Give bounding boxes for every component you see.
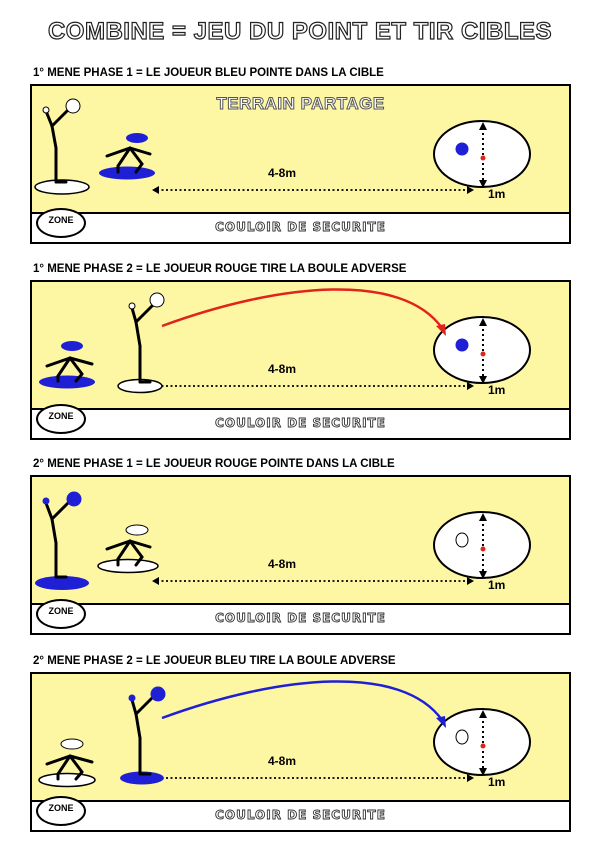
target-size-label: 1m — [488, 578, 506, 592]
blue-shot-trajectory — [161, 680, 444, 721]
distance-label: 4-8m — [268, 166, 297, 180]
arrow-right-icon — [467, 382, 474, 390]
white-ball-in-target — [455, 729, 469, 745]
zone-label: ZONE — [36, 404, 86, 434]
arrow-up-icon — [479, 318, 487, 326]
security-corridor: COULOIR DE SECURITE — [32, 212, 569, 242]
corridor-label: COULOIR DE SECURITE — [215, 416, 386, 431]
player-circle-blue — [120, 771, 164, 785]
security-corridor: COULOIR DE SECURITE — [32, 603, 569, 633]
terrain-partage-label: TERRAIN PARTAGE — [216, 94, 385, 114]
arrow-down-icon — [479, 376, 487, 384]
jack-icon — [480, 743, 486, 749]
corridor-label: COULOIR DE SECURITE — [215, 220, 386, 235]
arrow-right-icon — [467, 577, 474, 585]
panel-3-heading: 2° MENE PHASE 1 = LE JOUEUR ROUGE POINTE… — [33, 458, 395, 470]
standing-player-icon — [44, 106, 72, 184]
crouching-player-icon — [105, 146, 152, 174]
panel-4-field: 4-8m 1m COULOIR DE SECURITE ZONE — [30, 672, 571, 832]
panel-1-heading: 1° MENE PHASE 1 = LE JOUEUR BLEU POINTE … — [33, 67, 384, 79]
player-head-icon — [128, 694, 136, 702]
blue-ball-icon — [126, 133, 148, 143]
corridor-label: COULOIR DE SECURITE — [215, 808, 386, 823]
blue-arrow-icon — [436, 716, 446, 728]
zone-label: ZONE — [36, 208, 86, 238]
target-size-label: 1m — [488, 187, 506, 201]
panel-3-field: 4-8m 1m COULOIR DE SECURITE ZONE — [30, 475, 571, 635]
security-corridor: COULOIR DE SECURITE — [32, 408, 569, 438]
jack-icon — [480, 351, 486, 357]
crouching-player-icon — [105, 539, 152, 567]
panel-4-scene — [38, 680, 531, 788]
white-ball-icon — [149, 292, 165, 308]
arrow-left-icon — [152, 186, 159, 194]
white-ball-icon — [60, 738, 84, 750]
arrow-right-icon — [467, 774, 474, 782]
page-title: COMBINE = JEU DU POINT ET TIR CIBLES — [47, 17, 553, 45]
panel-4-heading: 2° MENE PHASE 2 = LE JOUEUR BLEU TIRE LA… — [33, 655, 396, 667]
player-head-icon — [128, 302, 136, 310]
player-circle-white — [97, 558, 159, 574]
panel-1-field: TERRAIN PARTAGE — [30, 84, 571, 244]
white-ball-in-target — [455, 532, 469, 548]
arrow-up-icon — [479, 710, 487, 718]
red-arrow-icon — [436, 324, 446, 336]
blue-ball-icon — [150, 686, 166, 702]
standing-player-icon — [44, 499, 72, 579]
player-head-icon — [42, 497, 50, 505]
blue-ball-in-target — [455, 338, 469, 352]
distance-label: 4-8m — [268, 754, 297, 768]
target-size-label: 1m — [488, 383, 506, 397]
player-circle-white — [34, 179, 90, 195]
white-ball-icon — [65, 98, 81, 114]
player-circle-blue — [99, 166, 155, 180]
arrow-up-icon — [479, 122, 487, 130]
blue-ball-icon — [66, 491, 82, 507]
security-corridor: COULOIR DE SECURITE — [32, 800, 569, 830]
arrow-down-icon — [479, 180, 487, 188]
arrow-down-icon — [479, 571, 487, 579]
distance-label: 4-8m — [268, 557, 297, 571]
standing-player-icon — [130, 302, 156, 384]
panel-2-heading: 1° MENE PHASE 2 = LE JOUEUR ROUGE TIRE L… — [33, 263, 407, 275]
blue-ball-icon — [61, 341, 83, 351]
panel-1-scene — [34, 98, 531, 195]
arrow-right-icon — [467, 186, 474, 194]
panel-2-field: 4-8m 1m COULOIR DE SECURITE ZONE — [30, 280, 571, 440]
panel-3-scene — [35, 491, 531, 590]
white-ball-icon — [125, 524, 149, 536]
player-circle-white — [38, 772, 96, 788]
player-circle-blue — [39, 375, 95, 389]
player-head-icon — [42, 106, 50, 114]
target-size-label: 1m — [488, 775, 506, 789]
crouching-player-icon — [45, 754, 94, 781]
blue-ball-in-target — [455, 142, 469, 156]
jack-icon — [480, 546, 486, 552]
distance-label: 4-8m — [268, 362, 297, 376]
zone-label: ZONE — [36, 599, 86, 629]
panel-2-scene — [39, 288, 531, 394]
jack-icon — [480, 155, 486, 161]
corridor-label: COULOIR DE SECURITE — [215, 611, 386, 626]
red-shot-trajectory — [161, 288, 444, 329]
arrow-down-icon — [479, 768, 487, 776]
zone-label: ZONE — [36, 796, 86, 826]
arrow-up-icon — [479, 513, 487, 521]
arrow-left-icon — [152, 577, 159, 585]
player-circle-blue — [35, 576, 89, 590]
standing-player-icon — [130, 694, 156, 776]
crouching-player-icon — [45, 356, 94, 383]
